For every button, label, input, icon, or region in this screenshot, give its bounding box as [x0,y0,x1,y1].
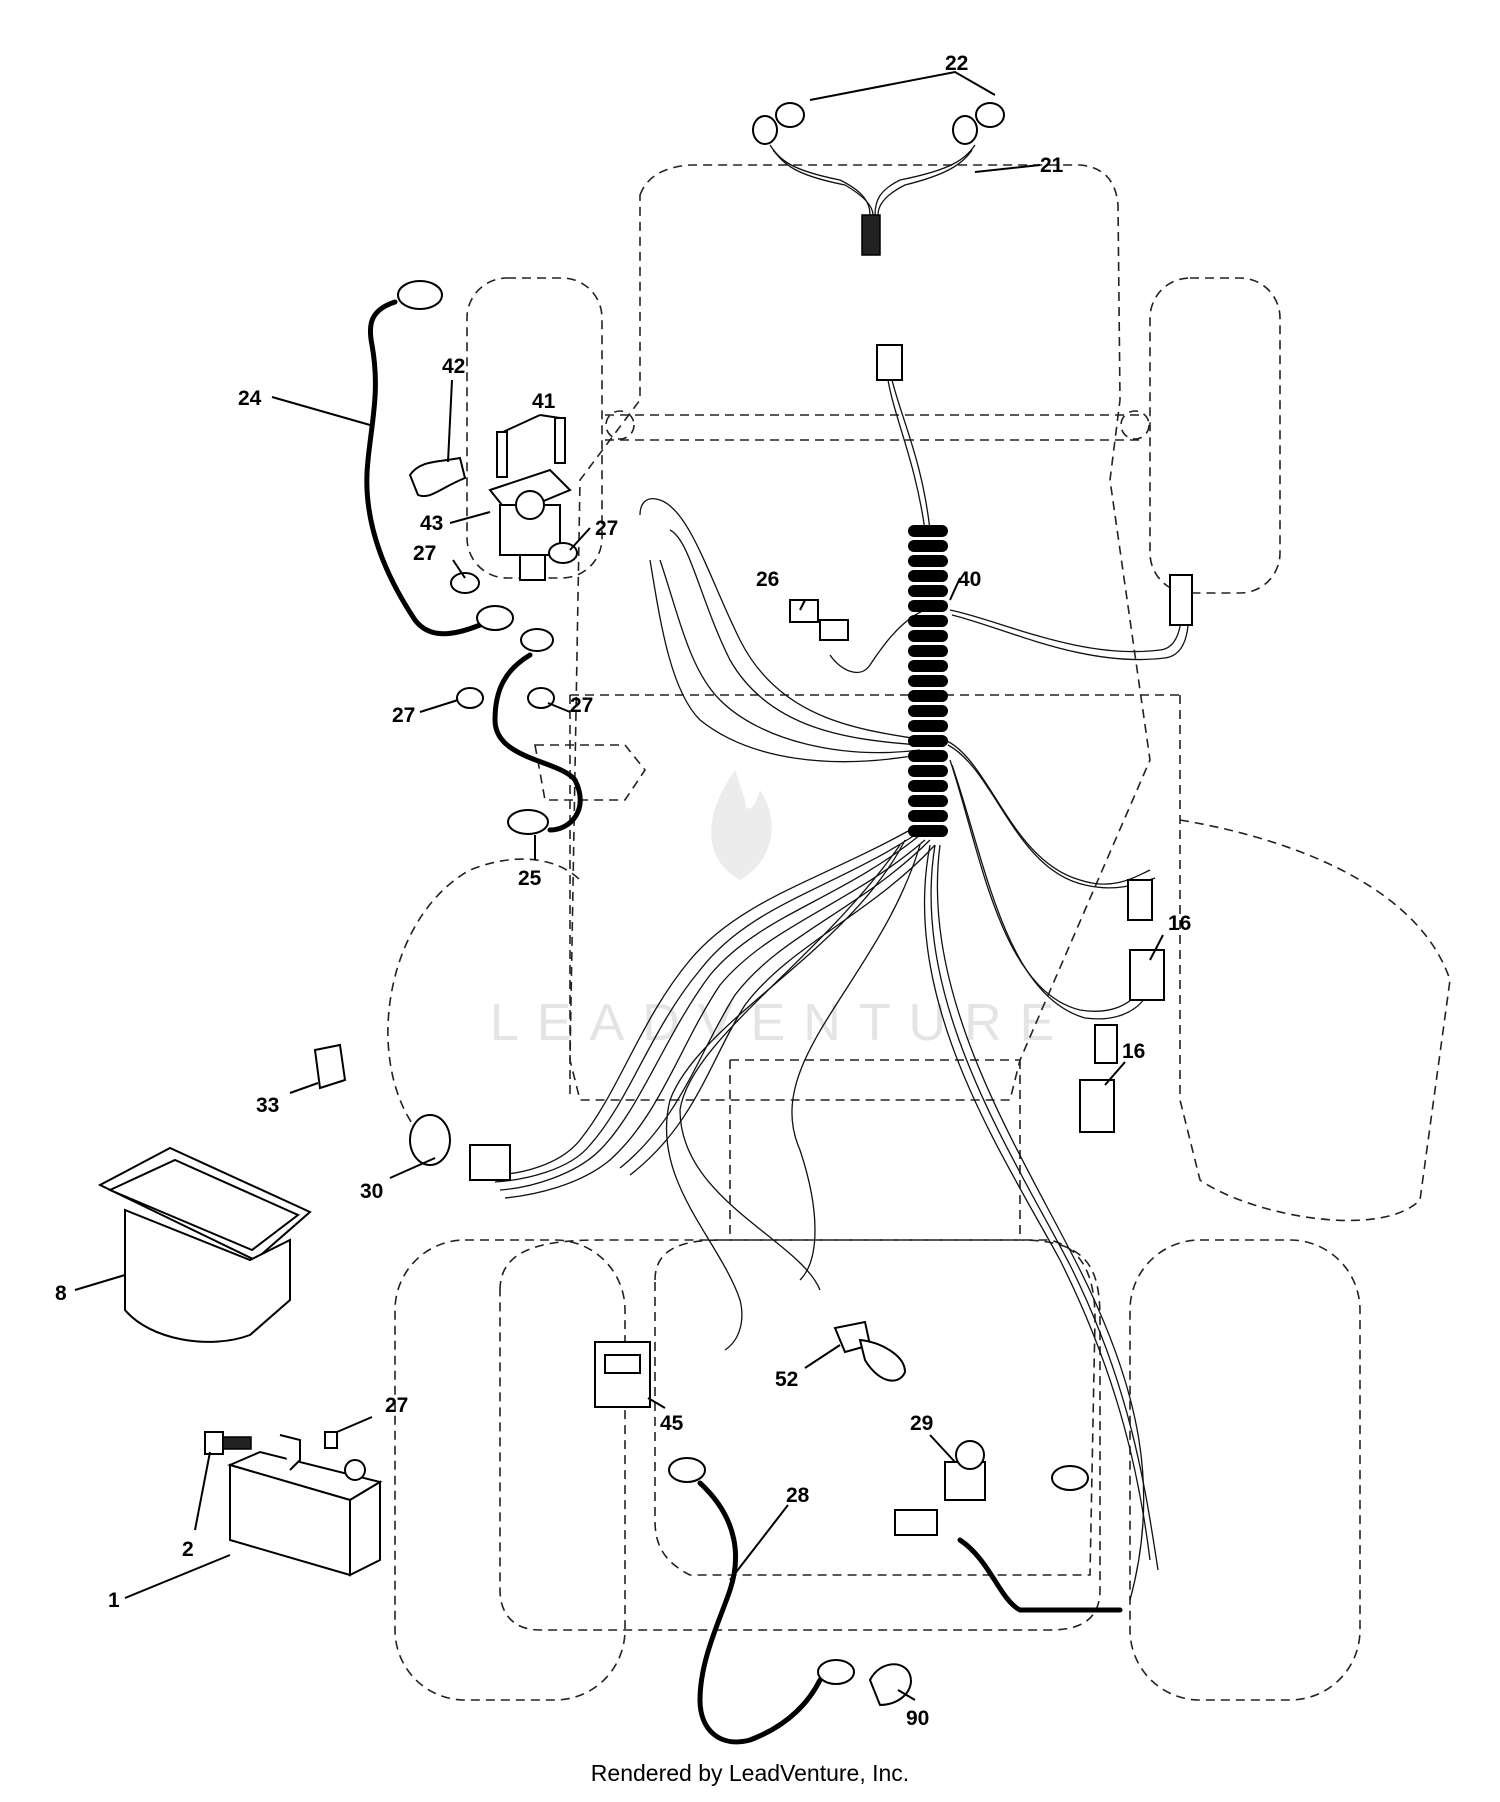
callout-90: 90 [906,1707,929,1730]
callout-25: 25 [518,867,542,890]
battery-1 [227,1450,383,1577]
callout-16-lower: 16 [1122,1040,1145,1063]
callout-1: 1 [108,1589,120,1612]
battery-cable-28 [668,1457,855,1745]
main-wire-bundle [489,379,1190,1601]
battery-cable-24 [364,280,514,637]
watermark-text: LEADVENTURE [490,994,1072,1052]
callout-16-upper: 16 [1168,912,1191,935]
headlight-harness-21 [769,144,976,256]
callout-27-left-upper: 27 [413,542,436,565]
right-connector [1169,574,1193,626]
solenoid-29 [894,1440,986,1536]
callout-30: 30 [360,1180,383,1203]
coil-cable-29 [957,1465,1123,1613]
screws-41 [496,417,566,478]
boot-90 [868,1663,912,1707]
callout-21: 21 [1040,154,1064,177]
callout-26: 26 [756,568,779,591]
callout-2: 2 [182,1538,194,1561]
switch-16-lower [1079,1024,1118,1133]
boot-42 [408,456,467,498]
fuse-26 [789,599,849,641]
hour-meter-45 [594,1341,651,1408]
dash-connector [876,344,903,381]
ignition-switch-30 [409,1114,511,1181]
bolt-2 [204,1431,338,1471]
callouts: 22 21 24 42 41 43 27 27 27 27 26 40 25 1… [55,52,1191,1730]
callout-22: 22 [945,52,968,75]
callout-52: 52 [775,1368,798,1391]
leader-lines [74,70,1164,1701]
starter-solenoid-43 [488,468,572,581]
callout-43: 43 [420,512,443,535]
callout-45: 45 [660,1412,684,1435]
battery-box-8 [97,1146,312,1343]
nuts-27 [450,542,578,709]
callout-29: 29 [910,1412,933,1435]
relay-52 [833,1320,907,1382]
callout-40: 40 [958,568,981,591]
callout-41: 41 [532,390,556,413]
callout-28: 28 [786,1484,810,1507]
callout-27-battery: 27 [385,1394,408,1417]
headlight-bulbs-22 [752,102,1005,145]
callout-27-left-lower: 27 [392,704,415,727]
footer-credit: Rendered by LeadVenture, Inc. [590,1760,910,1786]
callout-27-right-upper: 27 [595,517,618,540]
callout-24: 24 [238,387,262,410]
callout-42: 42 [442,355,465,378]
ground-cable-25 [492,628,583,835]
wire-loom-40 [908,525,948,837]
switch-16-upper [1127,879,1165,1001]
callout-8: 8 [55,1282,67,1305]
callout-33: 33 [256,1094,279,1117]
ignition-key-33 [313,1043,347,1090]
callout-27-right-lower: 27 [570,694,593,717]
